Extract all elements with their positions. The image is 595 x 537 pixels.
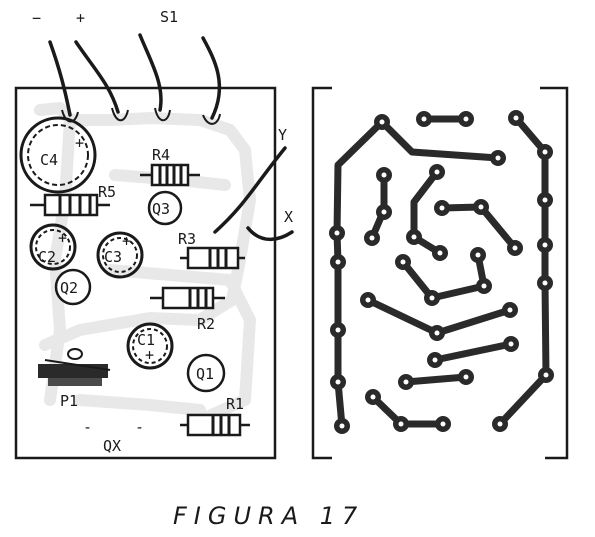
wire-y — [213, 146, 287, 234]
svg-text:+: + — [145, 346, 154, 364]
svg-text:+: + — [75, 134, 84, 152]
resistor-r5: R5 — [30, 183, 116, 217]
label-r2: R2 — [197, 315, 215, 333]
label-c2: C2 — [38, 248, 56, 266]
trace-side-view — [311, 86, 569, 460]
label-qx: QX — [103, 437, 121, 455]
resistor-r1: R1 — [180, 395, 250, 437]
label-x: X — [284, 208, 293, 226]
wire-x — [246, 226, 294, 242]
bracket-left — [311, 86, 332, 460]
label-c3: C3 — [104, 248, 122, 266]
label-plus: + — [76, 9, 85, 27]
svg-text:+: + — [58, 229, 67, 247]
label-r1: R1 — [226, 395, 244, 413]
capacitor-c2: + C2 — [29, 223, 77, 271]
label-minus: − — [32, 9, 41, 27]
bracket-right — [540, 86, 569, 460]
resistor-r3: R3 — [178, 230, 245, 270]
polarity-mark-left: - — [83, 418, 92, 436]
wire-plus — [74, 40, 120, 114]
label-r5: R5 — [98, 183, 116, 201]
svg-text:+: + — [122, 232, 131, 250]
label-r3: R3 — [178, 230, 196, 248]
label-p1: P1 — [60, 392, 78, 410]
label-r4: R4 — [152, 146, 170, 164]
wire-s1-b — [201, 36, 222, 120]
transistor-q1: Q1 — [186, 353, 226, 393]
resistor-r2: R2 — [150, 286, 225, 333]
component-side-view: + C4 R4 Q3 R5 — [14, 33, 294, 460]
transistor-q2: Q2 — [54, 268, 92, 306]
capacitor-c4: + C4 — [19, 116, 97, 194]
label-q1: Q1 — [196, 365, 214, 383]
board-outline — [14, 86, 277, 460]
transistor-q3: Q3 — [147, 190, 183, 226]
capacitor-c3: + C3 — [96, 231, 144, 279]
label-s1: S1 — [160, 8, 178, 26]
label-q2: Q2 — [60, 279, 78, 297]
wire-s1-a — [138, 33, 163, 112]
potentiometer-p1: P1 — [38, 348, 111, 410]
wire-minus — [48, 40, 72, 117]
polarity-mark-mid: - — [135, 418, 144, 436]
capacitor-c1: C1 + — [126, 322, 174, 370]
label-c4: C4 — [40, 151, 58, 169]
label-y: Y — [278, 126, 287, 144]
label-c1: C1 — [137, 331, 155, 349]
resistor-r4: R4 — [140, 146, 200, 187]
label-q3: Q3 — [152, 200, 170, 218]
figure-caption: FIGURA 17 — [173, 502, 364, 530]
